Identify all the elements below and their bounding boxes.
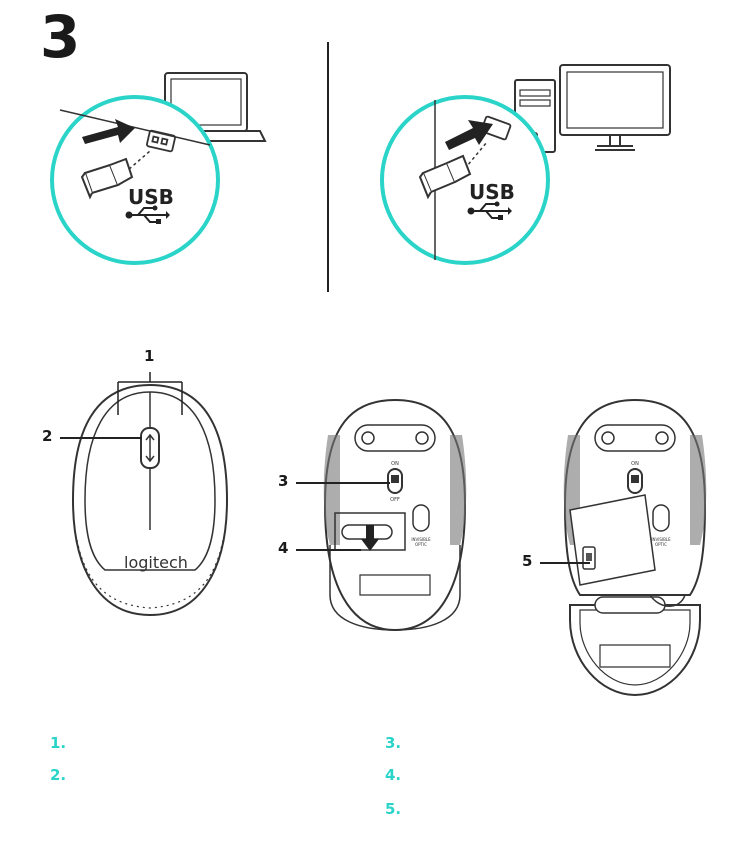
callout-3: 3 <box>278 472 289 490</box>
legend-item-4: 4. <box>385 766 402 784</box>
usb-label: USB <box>128 185 174 209</box>
usb-label: USB <box>469 180 515 204</box>
sensor-label-2: OPTIC <box>415 542 427 547</box>
legend-item-5: 5. <box>385 800 402 818</box>
vertical-divider <box>327 42 329 292</box>
switch-on-label: ON <box>631 461 639 467</box>
legend-item-1: 1. <box>50 734 67 752</box>
sensor-label-1: INVISIBLE <box>651 537 671 542</box>
switch-on-label: ON <box>391 461 399 467</box>
usb-symbol-icon <box>125 205 170 224</box>
mouse-top-view <box>71 383 229 617</box>
callout-4-line <box>296 549 361 551</box>
callout-2-line <box>60 437 142 439</box>
usb-symbol-icon <box>467 201 512 220</box>
usb-receiver-icon <box>80 157 134 200</box>
brand-logo: logitech <box>124 553 188 572</box>
sensor-label-1: INVISIBLE <box>411 537 431 542</box>
insert-arrow-icon <box>445 120 493 150</box>
monitor-icon <box>559 64 671 151</box>
usb-port-icon <box>146 129 176 153</box>
legend-item-2: 2. <box>50 766 67 784</box>
callout-1-bracket <box>117 372 183 415</box>
mouse-bottom-open-view: ON OFF INVISIBLE OPTIC <box>563 398 707 697</box>
callout-4: 4 <box>278 539 289 557</box>
callout-2: 2 <box>42 427 53 445</box>
sensor-label-2: OPTIC <box>655 542 667 547</box>
mouse-bottom-view: ON OFF INVISIBLE OPTIC <box>323 398 467 632</box>
legend-item-3: 3. <box>385 734 402 752</box>
callout-5-line <box>540 562 590 564</box>
usb-receiver-icon <box>418 154 472 200</box>
callout-5: 5 <box>522 552 533 570</box>
desktop-receiver-illustration <box>380 64 671 265</box>
callout-1: 1 <box>144 347 155 365</box>
switch-off-label: OFF <box>390 497 400 503</box>
slide-down-arrow-icon <box>361 525 379 551</box>
zoom-circle <box>380 95 550 265</box>
step-number: 3 <box>40 3 81 71</box>
laptop-receiver-illustration <box>50 72 267 265</box>
insert-arrow-icon <box>82 119 135 144</box>
callout-3-line <box>296 482 390 484</box>
zoom-circle <box>50 95 220 265</box>
